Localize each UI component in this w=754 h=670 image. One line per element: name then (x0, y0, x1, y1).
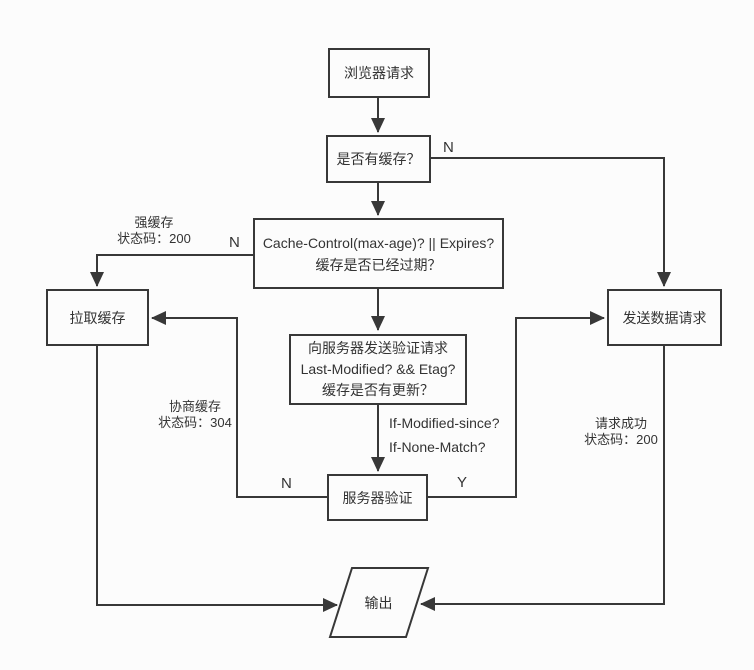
branch-label-validate-changed-n: N (281, 475, 292, 492)
label-conditional-headers-line2: If-None-Match? (389, 439, 486, 455)
output-parallelogram (328, 567, 430, 638)
node-validate-request-line3: 缓存是否有更新？ (322, 382, 434, 398)
node-cache-check: Cache-Control(max-age)? || Expires? 缓存是否… (253, 218, 504, 289)
label-negotiated-cache-line1: 协商缓存 (168, 399, 221, 414)
edge-servervalidate-y-to-sendrequest (428, 311, 605, 498)
node-pull-cache: 拉取缓存 (46, 289, 149, 346)
node-send-request-label: 发送数据请求 (622, 309, 707, 326)
node-validate-request: 向服务器发送验证请求 Last-Modified? && Etag? 缓存是否有… (289, 334, 467, 405)
branch-label-validate-ok-y: Y (457, 474, 468, 491)
edge-hascache-n-to-sendrequest (431, 157, 671, 287)
label-strong-cache-line1: 强缓存 (134, 215, 174, 230)
label-conditional-headers-line1: If-Modified-since? (389, 415, 500, 431)
node-has-cache: 是否有缓存？ (326, 135, 431, 183)
label-request-success: 请求成功 状态码：200 (571, 416, 671, 448)
node-send-request: 发送数据请求 (607, 289, 722, 346)
edge-sendrequest-to-output (420, 346, 665, 611)
node-browser-request-label: 浏览器请求 (344, 65, 414, 81)
node-has-cache-label: 是否有缓存？ (336, 151, 421, 167)
label-conditional-headers: If-Modified-since? If-None-Match? (389, 411, 529, 459)
node-validate-request-line1: 向服务器发送验证请求 (308, 340, 448, 356)
node-cache-check-line1: Cache-Control(max-age)? || Expires? (262, 234, 495, 251)
node-browser-request: 浏览器请求 (328, 48, 430, 98)
label-strong-cache: 强缓存 状态码：200 (104, 215, 204, 247)
node-output-label: 输出 (364, 594, 393, 611)
label-negotiated-cache-line2: 状态码：304 (158, 415, 232, 430)
node-cache-check-line2: 缓存是否已经过期？ (315, 256, 442, 273)
branch-label-no-cache-n: N (443, 139, 454, 156)
edge-pullcache-to-output (96, 346, 338, 612)
branch-label-not-expired-n: N (229, 234, 240, 251)
label-strong-cache-line2: 状态码：200 (117, 231, 191, 246)
label-request-success-line2: 状态码：200 (584, 432, 658, 447)
node-server-validate-label: 服务器验证 (342, 489, 413, 506)
node-pull-cache-label: 拉取缓存 (69, 309, 126, 326)
edge-servervalidate-n-to-pullcache (151, 311, 327, 498)
node-validate-request-line2: Last-Modified? && Etag? (300, 361, 456, 377)
label-negotiated-cache: 协商缓存 状态码：304 (145, 399, 245, 431)
node-output: 输出 (329, 568, 428, 637)
edge-cachecheck-n-to-pullcache (90, 254, 253, 287)
label-request-success-line1: 请求成功 (594, 416, 647, 431)
node-server-validate: 服务器验证 (327, 474, 428, 521)
